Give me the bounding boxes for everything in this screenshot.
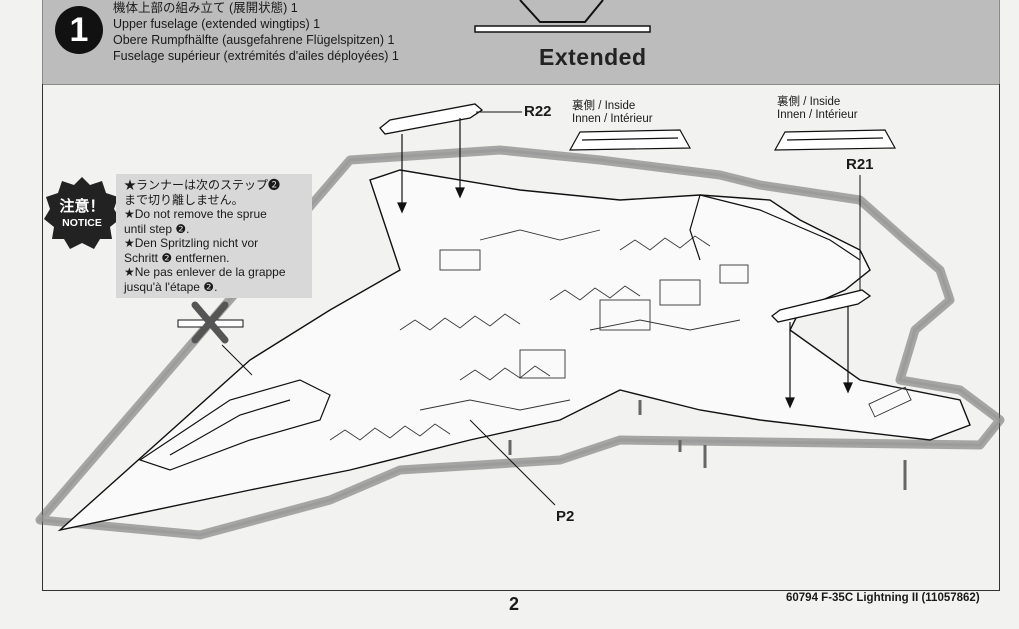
spine xyxy=(689,194,861,261)
sprue-gates xyxy=(508,400,907,490)
notice-line: until step ❷. xyxy=(124,221,190,236)
r21-arrows xyxy=(785,306,853,409)
title-french: Fuselage supérieur (extrémités d'ailes d… xyxy=(113,49,399,63)
notice-text: ★ランナーは次のステップ❷ まで切り離しません。 ★Do not remove … xyxy=(124,178,310,294)
notice-line: まで切り離しません。 xyxy=(124,192,244,207)
panel-lines xyxy=(329,229,741,441)
notice-box xyxy=(116,174,312,298)
title-english: Upper fuselage (extended wingtips) 1 xyxy=(113,17,321,31)
part-label-p2: P2 xyxy=(556,508,575,525)
title-japanese: 機体上部の組み立て (展開状態) 1 xyxy=(113,1,298,15)
step-titles: 機体上部の組み立て (展開状態) 1 Upper fuselage (exten… xyxy=(113,0,399,64)
notice-line: ★Do not remove the sprue xyxy=(124,207,267,221)
no-cut-icon xyxy=(177,301,253,376)
state-label: Extended xyxy=(539,44,647,70)
notice-line: ★Ne pas enlever de la grappe xyxy=(124,265,286,279)
notice-line: ★ランナーは次のステップ❷ xyxy=(124,178,281,192)
r22-arrows xyxy=(397,118,465,214)
cockpit-opening xyxy=(138,379,331,471)
inside-right-line1: 裏側 / Inside xyxy=(777,96,841,108)
notice-badge-jp: 注意！ xyxy=(59,197,104,215)
notice-line: Schritt ❷ entfernen. xyxy=(124,250,230,265)
part-label-r21: R21 xyxy=(846,156,874,173)
inside-right-line2: Innen / Intérieur xyxy=(777,109,858,121)
step-number-badge: 1 xyxy=(55,6,103,54)
inside-left-line1: 裏側 / Inside xyxy=(572,100,636,112)
page-number: 2 xyxy=(509,594,520,614)
notice-badge: 注意！ NOTICE xyxy=(44,177,120,249)
notice-line: ★Den Spritzling nicht vor xyxy=(124,236,259,250)
inside-label-right: 裏側 / Inside Innen / Intérieur xyxy=(777,96,858,122)
sprue-frame-inner xyxy=(36,148,1003,537)
instruction-frame xyxy=(42,84,1000,591)
notice-badge-en: NOTICE xyxy=(62,217,102,229)
part-r22-wingtip xyxy=(379,103,484,135)
part-r21-wingtip xyxy=(771,289,872,323)
inside-left-line2: Innen / Intérieur xyxy=(572,113,653,125)
inside-view-right xyxy=(773,129,897,151)
title-german: Obere Rumpfhälfte (ausgefahrene Flügelsp… xyxy=(113,33,395,47)
inside-view-left xyxy=(568,129,692,151)
p2-leader xyxy=(469,419,556,506)
part-label-r22: R22 xyxy=(524,103,552,120)
panel-details xyxy=(439,249,912,418)
notice-line: jusqu'à l'étape ❷. xyxy=(124,279,218,294)
inside-label-left: 裏側 / Inside Innen / Intérieur xyxy=(572,100,653,126)
product-code: 60794 F-35C Lightning II (11057862) xyxy=(786,592,980,604)
